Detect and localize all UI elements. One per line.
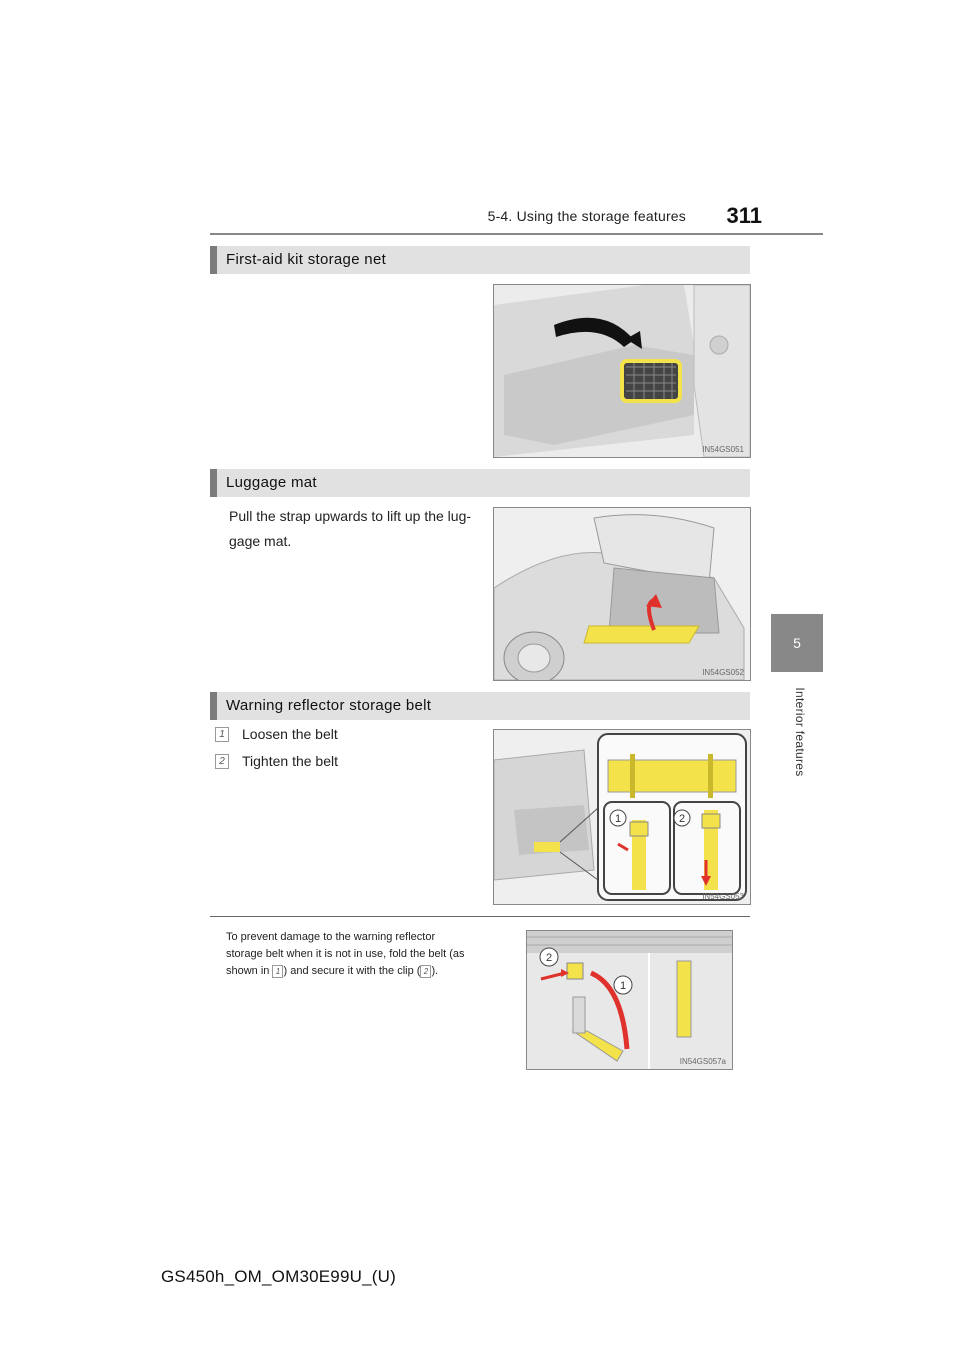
car-rear-illustration [494,508,750,680]
step-number-badge: 2 [215,754,229,769]
body-line: gage mat. [229,533,292,549]
document-code: GS450h_OM_OM30E99U_(U) [161,1267,396,1286]
step-text: Tighten the belt [242,753,338,769]
section-header-first-aid: First-aid kit storage net [210,246,750,274]
note-fragment: ). [431,965,439,977]
figure-code: IN54GS051 [702,445,744,454]
header-divider [210,233,823,235]
note-line: To prevent damage to the warning reflect… [226,931,436,943]
section-header-warning-reflector: Warning reflector storage belt [210,692,750,720]
section-title: First-aid kit storage net [226,251,387,268]
step-number-badge: 1 [215,727,229,742]
note-text: To prevent damage to the warning reflect… [226,929,508,980]
figure-code: IN54GS053 [702,892,744,901]
luggage-mat-instructions: Pull the strap upwards to lift up the lu… [229,504,489,554]
step-text: Loosen the belt [242,726,338,742]
figure-reflector-belt: 1 2 IN54GS053 [493,729,751,905]
section-header-bar [210,692,217,720]
belt-fold-illustration: 2 1 [527,931,732,1069]
figure-first-aid-net: IN54GS051 [493,284,751,458]
svg-text:2: 2 [546,952,552,964]
figure-code: IN54GS057a [679,1057,726,1066]
trunk-illustration [494,285,750,457]
running-header-title: 5-4. Using the storage features [487,208,686,224]
svg-text:1: 1 [620,980,626,992]
page-number: 311 [726,203,763,228]
svg-text:1: 1 [615,813,621,825]
section-header-luggage-mat: Luggage mat [210,469,750,497]
section-title: Warning reflector storage belt [226,697,432,714]
section-header-bar [210,246,217,274]
step-number-badge: 1 [272,964,284,978]
figure-luggage-mat: IN54GS052 [493,507,751,681]
note-fragment: shown in [226,965,273,977]
step-number-badge: 2 [420,964,432,978]
section-header-bar [210,469,217,497]
chapter-tab: 5 [771,614,823,672]
note-divider [210,916,750,917]
svg-text:2: 2 [679,813,685,825]
section-title: Luggage mat [226,474,317,491]
body-line: Pull the strap upwards to lift up the lu… [229,508,472,524]
chapter-label: Interior features [793,687,807,777]
reflector-belt-illustration: 1 2 [494,730,750,904]
note-fragment: ) and secure it with the clip ( [283,965,421,977]
note-line: shown in 1) and secure it with the clip … [226,963,508,980]
figure-belt-fold: 2 1 IN54GS057a [526,930,733,1070]
note-line: storage belt when it is not in use, fold… [226,948,465,960]
figure-code: IN54GS052 [702,668,744,677]
